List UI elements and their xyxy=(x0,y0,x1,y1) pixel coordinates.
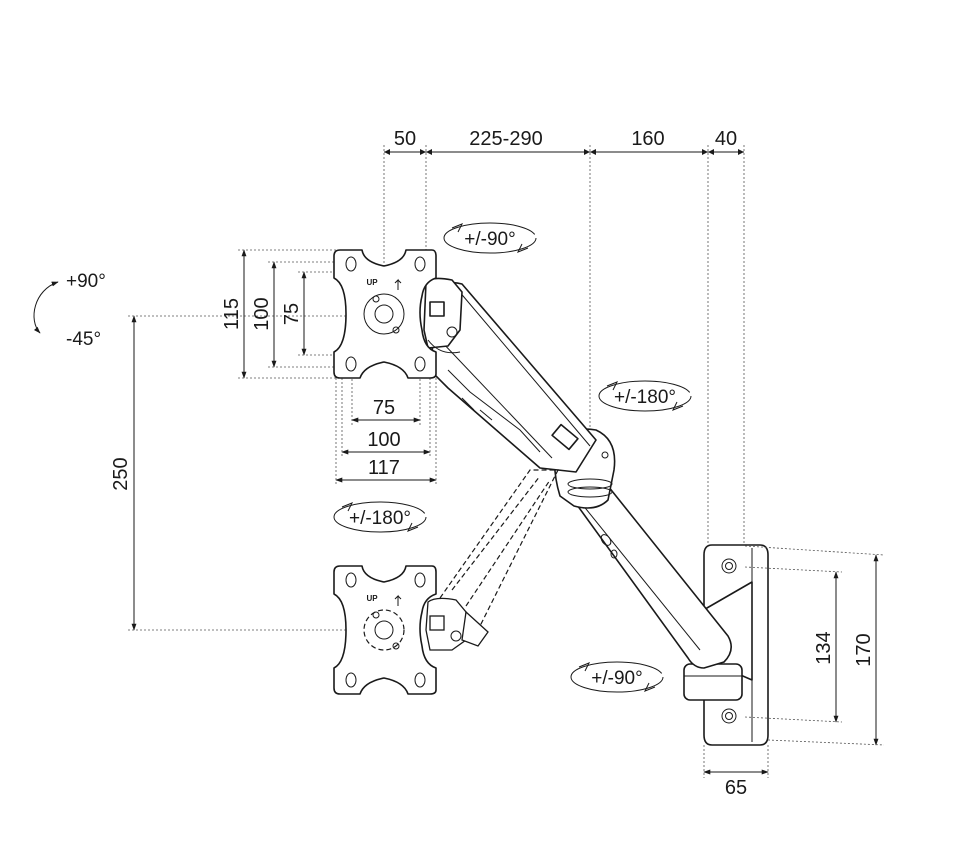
dim-plate-width-117: 117 xyxy=(368,457,400,479)
elbow-ring xyxy=(567,478,613,490)
tilt-up-label: +90° xyxy=(66,271,106,292)
tilt-arrow-icon xyxy=(33,281,59,334)
dim-plate-width-75: 75 xyxy=(373,397,395,419)
ghost-arm-edge xyxy=(465,479,551,607)
ghost-tilt-head xyxy=(425,597,467,651)
tilt-head-knob xyxy=(429,301,445,317)
plate-up-label: UP xyxy=(366,278,378,287)
vesa-plate-upper: UP xyxy=(333,249,437,379)
dim-top-offset: 50 xyxy=(394,128,416,150)
screw-hole-inner xyxy=(725,562,733,570)
rotation-arrow-icon xyxy=(451,223,464,233)
elbow-swivel-label: +/-180° xyxy=(614,387,676,408)
rotation-arrow-icon xyxy=(606,381,619,391)
vesa-hole xyxy=(414,572,426,588)
tilt-down-label: -45° xyxy=(66,329,101,350)
dim-bracket-hole-spacing: 134 xyxy=(813,631,835,664)
dim-plate-width-100: 100 xyxy=(367,429,400,451)
wall-screw-hole-top xyxy=(721,558,737,574)
lower-arm xyxy=(571,475,732,669)
arm-detail xyxy=(461,397,493,421)
extension-line xyxy=(767,739,885,746)
arm-edge xyxy=(457,289,591,447)
arm-edge xyxy=(581,503,701,651)
vesa-center-hole xyxy=(374,304,394,324)
vesa-hole xyxy=(414,356,426,372)
head-rotate-label: +/-180° xyxy=(349,508,411,529)
plate-up-label-lower: UP xyxy=(366,594,378,603)
ghost-arm-edge xyxy=(451,475,541,591)
tilt-indicator: +90° -45° xyxy=(33,271,106,350)
rotation-badge-head-rotate: +/-180° xyxy=(333,501,427,533)
dim-arm-length: 225-290 xyxy=(469,128,542,150)
vesa-center-boss xyxy=(363,609,405,651)
plate-horizontal-dims: 75 100 117 xyxy=(335,375,437,485)
vesa-center-hole xyxy=(374,620,394,640)
rotation-badge-head-swivel: +/-90° xyxy=(443,222,537,254)
dim-bracket-height: 170 xyxy=(853,633,875,666)
ghost-tilt-screw xyxy=(450,630,462,642)
head-joint xyxy=(423,277,463,354)
bracket-dims: 134 170 65 xyxy=(703,545,885,799)
top-dimension-group: 50 225-290 160 40 xyxy=(383,128,745,545)
ghost-arm xyxy=(425,469,559,651)
vesa-hole xyxy=(345,672,357,688)
vesa-plate-lower: UP xyxy=(333,565,437,695)
dim-bracket-depth: 65 xyxy=(725,777,747,799)
arm-detail xyxy=(447,369,541,453)
vesa-screw xyxy=(392,326,400,334)
top-dimension-arrows xyxy=(384,149,744,155)
dim-plate-height-115: 115 xyxy=(221,298,243,330)
tilt-detail xyxy=(427,339,461,354)
extension-line xyxy=(744,716,843,723)
rotation-badge-wall: +/-90° xyxy=(570,661,664,693)
lower-arm-body xyxy=(571,475,732,669)
rotation-arrow-icon xyxy=(516,243,529,253)
rotation-arrow-icon xyxy=(406,522,419,532)
rotation-arrow-icon xyxy=(643,682,656,692)
vesa-screw xyxy=(372,295,380,303)
rotation-badge-elbow: +/-180° xyxy=(598,380,692,412)
elbow-screw xyxy=(601,451,609,459)
plate-vertical-dims: 115 100 75 xyxy=(221,249,352,379)
wall-bracket xyxy=(683,544,769,746)
dim-plate-height-100: 100 xyxy=(251,297,273,330)
wall-swivel-label: +/-90° xyxy=(591,668,642,689)
dim-plate-height-75: 75 xyxy=(281,303,303,325)
wall-pivot-collar xyxy=(683,663,743,701)
rotation-arrow-icon xyxy=(341,502,354,512)
vesa-center-boss xyxy=(363,293,405,335)
vesa-plate-body xyxy=(333,249,437,379)
up-arrow-icon xyxy=(394,278,402,290)
extension-line xyxy=(744,566,843,573)
head-swivel-label: +/-90° xyxy=(464,229,515,250)
dim-upper-arm: 160 xyxy=(631,128,664,150)
vesa-hole xyxy=(345,572,357,588)
arm-clip xyxy=(551,423,579,451)
rotation-arrow-icon xyxy=(578,662,591,672)
elbow-ring xyxy=(567,486,613,498)
wall-screw-hole-bottom xyxy=(721,708,737,724)
dim-height-range: 250 xyxy=(110,457,132,490)
arm-edge xyxy=(439,339,553,459)
vesa-screw xyxy=(372,611,380,619)
extension-line xyxy=(744,545,885,556)
arm-slot xyxy=(610,549,618,559)
height-dimension-group: 250 xyxy=(110,315,350,631)
dim-wall-offset: 40 xyxy=(715,128,737,150)
vesa-hole xyxy=(345,356,357,372)
ghost-tilt-knob xyxy=(429,615,445,631)
vesa-hole xyxy=(414,256,426,272)
vesa-hole xyxy=(414,672,426,688)
rotation-arrow-icon xyxy=(671,401,684,411)
vesa-plate-lower-body xyxy=(333,565,437,695)
tilt-screw xyxy=(446,326,458,338)
ghost-clip xyxy=(461,610,489,647)
vesa-screw xyxy=(392,642,400,650)
arm-slot xyxy=(600,534,612,546)
vesa-hole xyxy=(345,256,357,272)
up-arrow-icon xyxy=(394,594,402,606)
screw-hole-inner xyxy=(725,712,733,720)
